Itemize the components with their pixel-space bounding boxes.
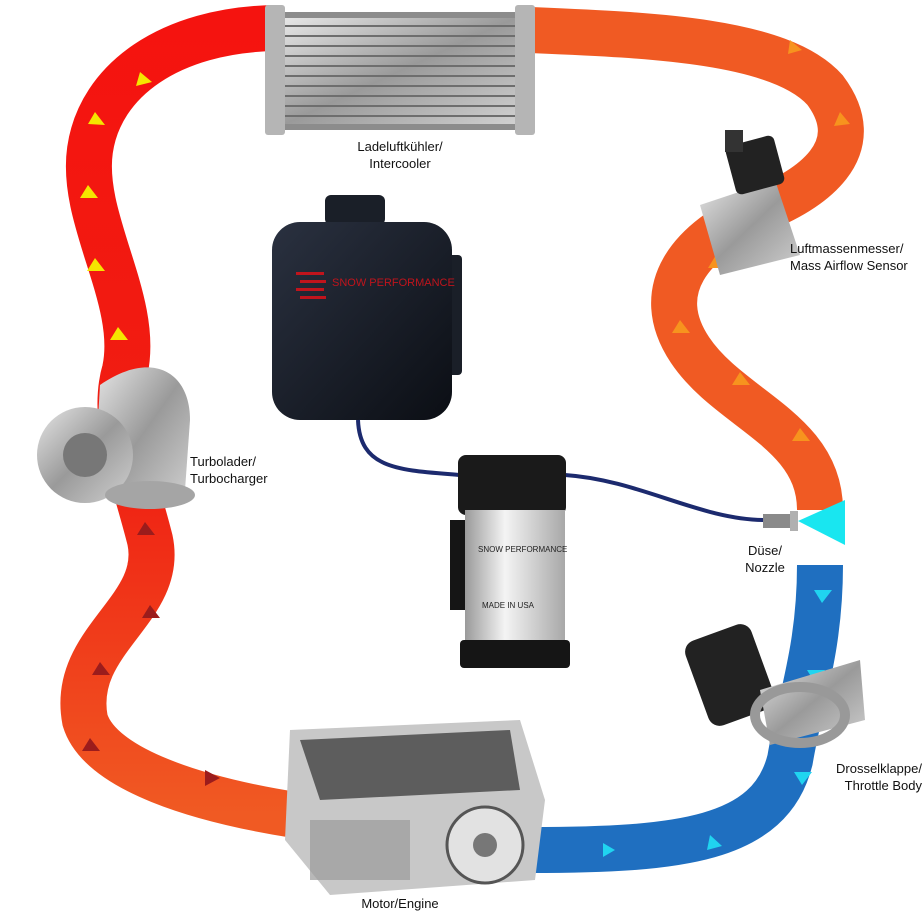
label-nozzle: Düse/ Nozzle <box>735 542 795 576</box>
flow-arrows-hot <box>80 72 152 340</box>
pump-brand-text: SNOW PERFORMANCE <box>478 545 567 554</box>
intercooler-image <box>265 5 535 135</box>
turbocharger-image <box>37 367 195 509</box>
water-tank-image <box>272 195 462 420</box>
label-line: Motor/Engine <box>361 896 439 911</box>
label-line: Ladeluftkühler/ <box>357 139 443 154</box>
label-line: Düse/ <box>748 543 782 558</box>
nozzle-image <box>763 500 845 545</box>
label-throttle: Drosselklappe/ Throttle Body <box>822 760 922 794</box>
label-line: Turbocharger <box>190 471 268 486</box>
tank-brand-text: SNOW PERFORMANCE <box>332 277 455 289</box>
label-line: Luftmassenmesser/ <box>790 241 904 256</box>
label-maf: Luftmassenmesser/ Mass Airflow Sensor <box>790 240 920 274</box>
label-line: Throttle Body <box>844 778 922 793</box>
cooled-air-duct <box>529 564 843 873</box>
label-engine: Motor/Engine <box>340 895 460 912</box>
label-intercooler: Ladeluftkühler/ Intercooler <box>330 138 470 172</box>
pump-origin-text: MADE IN USA <box>482 601 535 610</box>
label-line: Mass Airflow Sensor <box>790 258 908 273</box>
label-line: Nozzle <box>745 560 785 575</box>
water-line <box>356 419 766 522</box>
label-line: Drosselklappe/ <box>836 761 922 776</box>
label-line: Turbolader/ <box>190 454 256 469</box>
pump-image <box>450 455 570 668</box>
mass-airflow-sensor-image <box>700 130 800 275</box>
flow-arrows-engine <box>82 522 220 786</box>
label-turbo: Turbolader/ Turbocharger <box>190 453 290 487</box>
label-line: Intercooler <box>369 156 431 171</box>
engine-image <box>285 720 545 895</box>
throttle-body-image <box>685 624 865 748</box>
